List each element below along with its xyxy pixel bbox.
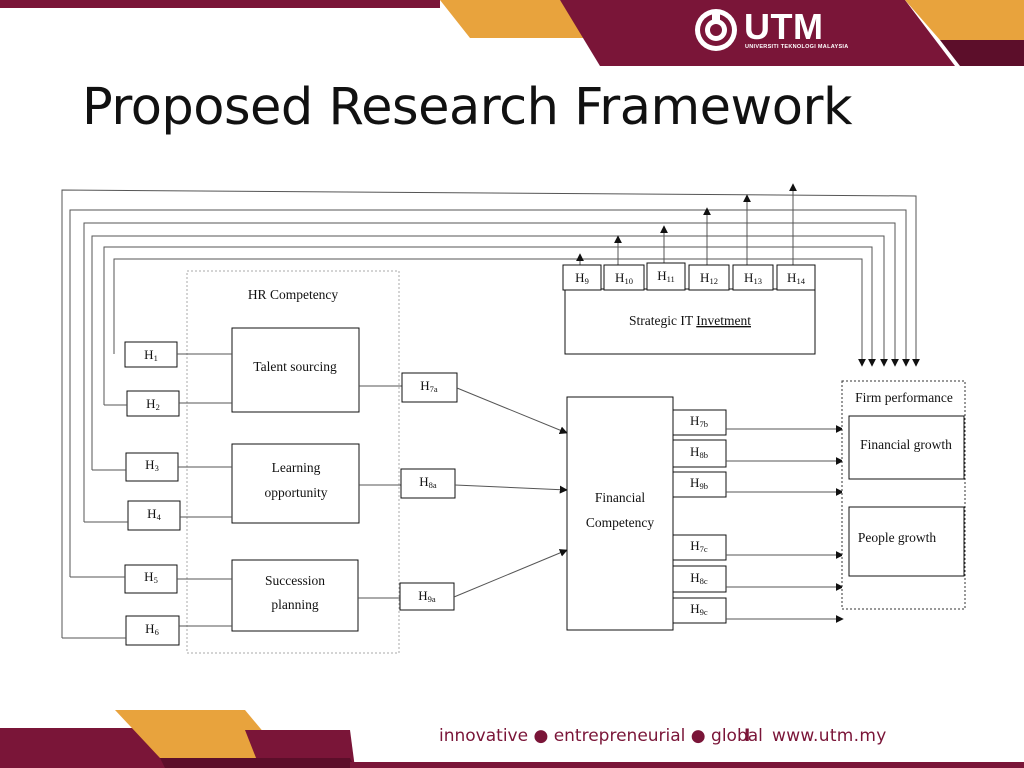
hypothesis-h13: H13 xyxy=(732,264,774,291)
svg-text:H13: H13 xyxy=(744,270,762,286)
header-banner xyxy=(0,0,1024,66)
hypothesis-h5: H5 xyxy=(124,564,178,594)
people-growth-box xyxy=(848,506,965,577)
hypothesis-h6: H6 xyxy=(125,615,180,646)
svg-text:H9a: H9a xyxy=(418,588,436,604)
financial-competency-box xyxy=(566,396,674,631)
footer-gold-shard xyxy=(115,710,285,758)
talent-sourcing-box xyxy=(231,327,360,413)
financial-growth-label: Financial growth xyxy=(860,437,952,452)
people-growth-label: People growth xyxy=(858,530,937,545)
header-dark-corner xyxy=(940,40,1024,66)
utm-logo-subtitle: UNIVERSITI TEKNOLOGI MALAYSIA xyxy=(745,44,849,50)
header-maroon-band xyxy=(0,0,440,8)
svg-text:H8a: H8a xyxy=(419,474,437,490)
hypothesis-h12: H12 xyxy=(688,264,730,291)
learning-opportunity-box xyxy=(231,443,360,524)
hypothesis-h2: H2 xyxy=(126,390,180,417)
hypothesis-h10: H10 xyxy=(603,264,645,291)
svg-text:H10: H10 xyxy=(615,270,633,286)
svg-text:H7b: H7b xyxy=(690,413,708,429)
header-gold-strip xyxy=(440,0,590,38)
svg-text:H8c: H8c xyxy=(690,570,708,586)
succession-label-line2: planning xyxy=(271,597,318,612)
svg-text:H7a: H7a xyxy=(420,378,438,394)
hypothesis-h9a: H9a xyxy=(399,582,455,611)
utm-logo-text: UTM xyxy=(744,6,824,47)
svg-text:H14: H14 xyxy=(787,270,806,286)
hypothesis-h7c: H7c xyxy=(672,534,727,561)
footer-tagline: innovative ● entrepreneurial ● global xyxy=(439,726,763,746)
hypothesis-h7b: H7b xyxy=(672,409,727,436)
hypothesis-h8c: H8c xyxy=(672,565,727,593)
financial-competency-arrows xyxy=(453,387,568,598)
financial-growth-box xyxy=(848,415,965,480)
talent-sourcing-label: Talent sourcing xyxy=(253,359,337,374)
hypothesis-h7a: H7a xyxy=(401,372,458,403)
hypothesis-h8b: H8b xyxy=(672,439,727,468)
svg-text:H3: H3 xyxy=(145,457,159,473)
firm-performance-arrows xyxy=(726,425,844,623)
utm-crest-icon xyxy=(695,9,737,51)
hypothesis-h8a: H8a xyxy=(400,468,456,499)
svg-text:H6: H6 xyxy=(145,621,159,637)
svg-text:H2: H2 xyxy=(146,396,160,412)
hypothesis-h11: H11 xyxy=(646,262,686,291)
hypothesis-h3: H3 xyxy=(125,452,179,482)
svg-text:H8b: H8b xyxy=(690,444,708,460)
financial-competency-line2: Competency xyxy=(586,515,654,530)
footer-dark-strip xyxy=(160,758,355,768)
firm-performance-title: Firm performance xyxy=(855,390,953,405)
hr-competency-title: HR Competency xyxy=(248,287,339,302)
succession-planning-box xyxy=(231,559,359,632)
hypothesis-h1: H1 xyxy=(124,341,178,368)
header-gold-right xyxy=(905,0,1024,40)
strategic-it-label: Strategic IT Invetment xyxy=(629,313,751,328)
learning-label-line1: Learning xyxy=(272,460,321,475)
svg-text:H9: H9 xyxy=(575,270,589,286)
footer-banner xyxy=(0,710,1024,768)
header-maroon-block xyxy=(560,0,955,66)
svg-text:H5: H5 xyxy=(144,569,158,585)
svg-text:H1: H1 xyxy=(144,347,158,363)
svg-text:H9b: H9b xyxy=(690,475,708,491)
strategic-it-arrows xyxy=(576,183,797,265)
succession-label-line1: Succession xyxy=(265,573,325,588)
financial-competency-line1: Financial xyxy=(595,490,645,505)
footer-separator: I xyxy=(744,726,751,746)
svg-text:H12: H12 xyxy=(700,270,718,286)
learning-label-line2: opportunity xyxy=(265,485,328,500)
hypothesis-h9: H9 xyxy=(562,264,602,291)
footer-url[interactable]: www.utm.my xyxy=(772,726,887,746)
hypothesis-h9b: H9b xyxy=(672,471,727,498)
mediating-connectors xyxy=(358,385,402,599)
hypothesis-h4: H4 xyxy=(127,500,181,531)
hypothesis-h14: H14 xyxy=(776,264,816,291)
page-title: Proposed Research Framework xyxy=(82,78,852,137)
footer-bottom-band xyxy=(350,762,1024,768)
svg-text:H9c: H9c xyxy=(690,601,708,617)
hr-competency-group xyxy=(186,270,400,654)
svg-text:H7c: H7c xyxy=(690,538,708,554)
hypothesis-h9c: H9c xyxy=(672,597,727,624)
svg-text:H4: H4 xyxy=(147,506,161,522)
firm-performance-feedback-lines xyxy=(61,189,920,638)
footer-maroon-left xyxy=(0,728,170,768)
hypothesis-connectors xyxy=(62,353,232,639)
svg-text:H11: H11 xyxy=(657,268,675,284)
strategic-it-box xyxy=(564,288,816,355)
